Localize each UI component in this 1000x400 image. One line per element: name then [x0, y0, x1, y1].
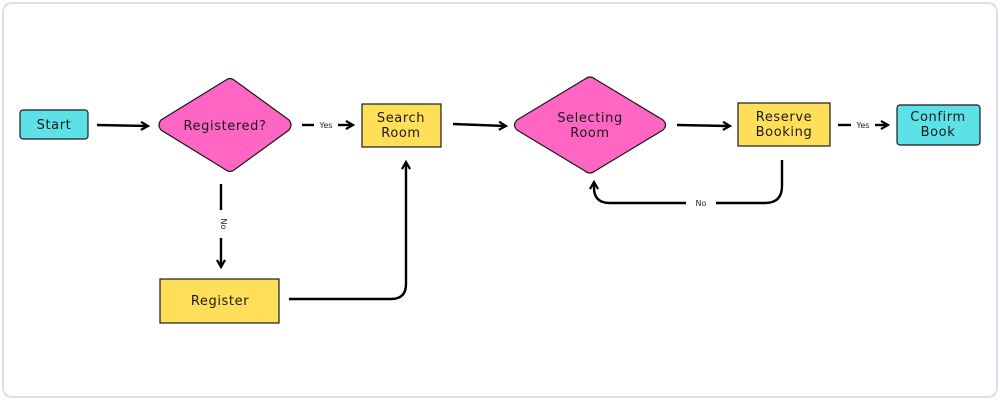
node-search-room-line1: Search — [377, 111, 425, 126]
edge-label-no: No — [696, 199, 707, 208]
edge-label-yes: Yes — [856, 121, 870, 130]
node-search-room[interactable]: Search Room — [361, 103, 442, 148]
node-confirm-book-line2: Book — [921, 125, 956, 140]
edge-reserve-to-confirm-yes: Yes — [838, 121, 887, 130]
node-search-room-line2: Room — [381, 126, 420, 141]
node-selecting-room-line2: Room — [570, 126, 609, 141]
node-register[interactable]: Register — [159, 278, 280, 324]
node-start-label: Start — [37, 118, 72, 133]
edge-start-to-registered — [96, 125, 147, 126]
node-reserve-booking[interactable]: Reserve Booking — [737, 102, 831, 147]
node-selecting-room-decision[interactable]: Selecting Room — [513, 76, 667, 174]
edge-label-yes: Yes — [319, 121, 333, 130]
node-register-label: Register — [191, 294, 249, 309]
edge-registered-to-register-no: No — [219, 184, 228, 266]
edge-search-to-selecting — [452, 124, 505, 126]
edge-selecting-to-reserve — [676, 125, 729, 126]
edge-reserve-to-selecting-no: No — [594, 160, 784, 208]
node-registered-decision[interactable]: Registered? — [158, 77, 292, 173]
edge-register-to-search — [289, 163, 406, 301]
node-registered-label: Registered? — [184, 119, 267, 134]
node-reserve-booking-line1: Reserve — [756, 110, 812, 125]
edge-label-no: No — [219, 219, 228, 230]
node-reserve-booking-line2: Booking — [756, 125, 813, 140]
node-confirm-book-line1: Confirm — [910, 110, 965, 125]
node-start[interactable]: Start — [19, 109, 89, 140]
node-confirm-book[interactable]: Confirm Book — [896, 104, 981, 146]
edge-registered-to-search-yes: Yes — [302, 121, 352, 130]
node-selecting-room-line1: Selecting — [557, 111, 623, 126]
